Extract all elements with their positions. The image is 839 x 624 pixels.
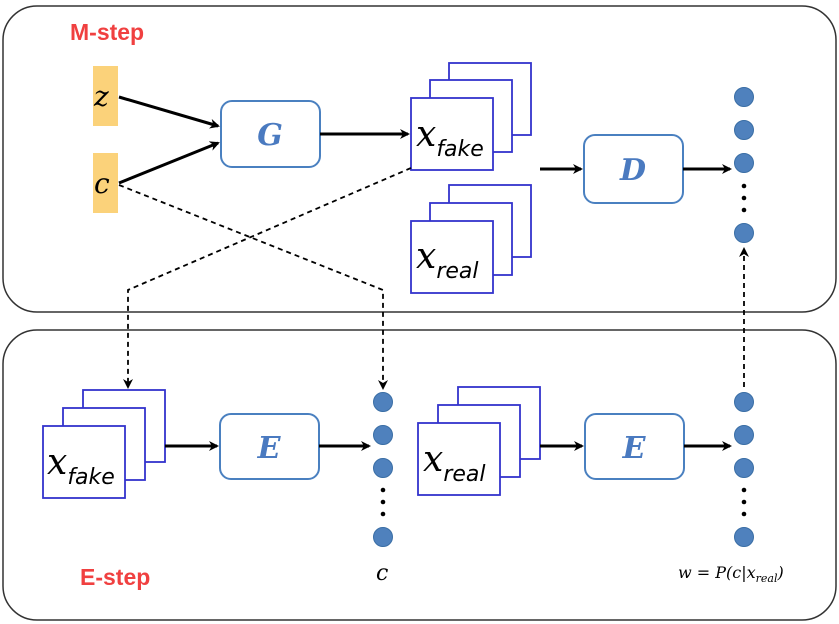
w-label-prefix: w = P(c|x (678, 563, 756, 582)
m-step-panel (2, 5, 837, 313)
w-output-nodes (734, 392, 754, 547)
m-real-sub: real (436, 259, 478, 284)
m-step-x-real-stack: xreal (410, 184, 532, 294)
e-real-sub: real (443, 462, 485, 487)
dashed-arrows (118, 167, 749, 390)
c-output-node (373, 425, 393, 445)
z-input-bar (93, 66, 118, 126)
dashed-c-to-e-step (118, 184, 388, 390)
arrow-c-to-g (118, 141, 220, 185)
m-step-title: M-step (70, 19, 144, 45)
svg-text:xfake: xfake (47, 442, 115, 490)
d-output-ellipsis (741, 183, 747, 213)
encoder-fake-label: E (257, 431, 282, 466)
w-output-node (734, 458, 754, 478)
c-output-node (373, 527, 393, 547)
svg-text:xfake: xfake (416, 114, 484, 162)
w-output-node (734, 392, 754, 412)
generator-label: G (257, 118, 283, 153)
d-output-node (734, 223, 754, 243)
discriminator-label: D (619, 153, 646, 188)
z-input-label: z (93, 80, 109, 113)
e-fake-sub: fake (67, 465, 115, 490)
c-output-label: c (376, 561, 388, 586)
svg-text:xreal: xreal (416, 236, 479, 284)
m-fake-sub: fake (436, 137, 484, 162)
d-output-node (734, 120, 754, 140)
m-step-x-fake-stack: xfake (410, 62, 532, 171)
m-real-x: x (416, 236, 436, 277)
w-output-node (734, 425, 754, 445)
c-output-node (373, 458, 393, 478)
w-label-suffix: ) (777, 563, 784, 582)
encoder-real-label: E (622, 431, 647, 466)
e-step-title: E-step (80, 564, 150, 590)
w-output-label: w = P(c|xreal) (678, 563, 784, 585)
c-output-ellipsis (380, 487, 386, 517)
d-output-node (734, 87, 754, 107)
c-input-label: c (94, 167, 110, 200)
e-step-panel (2, 329, 837, 621)
c-input-bar (93, 153, 118, 213)
dashed-xfake-to-e-step (123, 167, 412, 389)
w-output-node (734, 527, 754, 547)
arrow-z-to-g (118, 95, 220, 129)
e-step-x-real-stack: xreal (417, 386, 541, 496)
e-fake-x: x (47, 442, 67, 483)
c-output-node (373, 392, 393, 412)
m-fake-x: x (416, 114, 436, 155)
solid-arrows (118, 95, 732, 451)
e-real-x: x (423, 439, 443, 480)
d-output-node (734, 153, 754, 173)
d-output-nodes (734, 87, 754, 243)
e-step-x-fake-stack: xfake (42, 389, 166, 499)
svg-text:xreal: xreal (423, 439, 486, 487)
w-output-ellipsis (741, 487, 747, 517)
c-output-nodes (373, 392, 393, 547)
w-label-sub: real (756, 572, 778, 585)
